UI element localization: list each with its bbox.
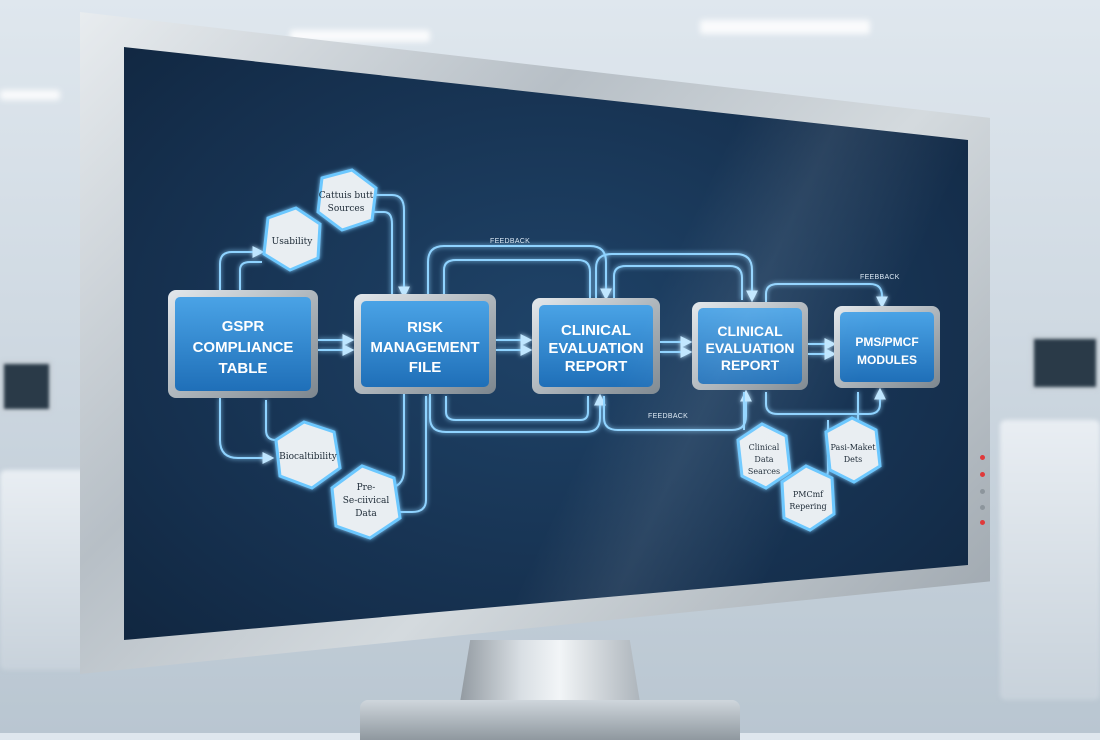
hex-label: PMCmf bbox=[793, 490, 824, 499]
power-led-icon[interactable] bbox=[980, 520, 985, 525]
process-label: CLINICAL bbox=[561, 322, 631, 339]
process-label: EVALUATION bbox=[548, 340, 643, 357]
link-sources-b bbox=[372, 211, 393, 296]
process-label: GSPR bbox=[222, 318, 265, 335]
link-biocomp bbox=[219, 398, 275, 464]
feedback-loop bbox=[445, 396, 589, 421]
lab-bench-right bbox=[1000, 420, 1100, 700]
hex-label: Repering bbox=[789, 502, 826, 511]
hex-label: Sources bbox=[328, 204, 365, 214]
process-label: RISK bbox=[407, 319, 443, 336]
power-led-icon[interactable] bbox=[980, 505, 985, 510]
hex-label: Dets bbox=[844, 455, 862, 464]
hex-label: Biocaltibility bbox=[279, 452, 338, 462]
lab-monitor-background bbox=[0, 360, 53, 413]
hex-node-usability[interactable]: Usability bbox=[262, 206, 322, 272]
feedback-label: FEEBBACK bbox=[860, 274, 900, 281]
hex-label: Pasi-Maket bbox=[831, 443, 877, 452]
process-box-clinical-evaluation-report[interactable]: CLINICAL EVALUATION REPORT bbox=[532, 298, 660, 394]
feedback-label: FEEDBACK bbox=[490, 238, 530, 245]
hex-label: Data bbox=[754, 455, 773, 464]
feedback-loop bbox=[595, 253, 758, 303]
process-label: REPORT bbox=[721, 357, 780, 373]
hex-node-biocompatibility[interactable]: Biocaltibility bbox=[274, 420, 342, 490]
power-led-icon[interactable] bbox=[980, 472, 985, 477]
power-led-icon[interactable] bbox=[980, 455, 985, 460]
lab-monitor-background bbox=[1030, 335, 1100, 391]
hex-label: Cattuis butt bbox=[319, 191, 374, 201]
process-label: FILE bbox=[409, 359, 442, 376]
ceiling-light bbox=[290, 30, 430, 42]
lab-bench-left bbox=[0, 470, 90, 670]
hex-label: Searces bbox=[748, 467, 780, 476]
hex-node-pmcf-reporting[interactable]: PMCmf Repering bbox=[780, 464, 836, 532]
hex-node-clinical-sources[interactable]: Cattuis butt Sources bbox=[316, 168, 378, 232]
hex-label: Usability bbox=[272, 237, 314, 247]
ceiling-light bbox=[700, 20, 870, 34]
feedback-label: FEEDBACK bbox=[648, 413, 688, 420]
process-label: EVALUATION bbox=[706, 340, 795, 356]
hex-node-clinical-data-sources[interactable]: Clinical Data Searces bbox=[736, 422, 792, 490]
process-label: REPORT bbox=[565, 358, 628, 375]
feedback-loop bbox=[427, 245, 612, 301]
link-biocomp-b bbox=[265, 400, 277, 441]
feedback-loop bbox=[765, 283, 888, 309]
process-label: MANAGEMENT bbox=[370, 339, 479, 356]
link-sources bbox=[372, 194, 410, 299]
link-preclinical-b bbox=[400, 396, 427, 513]
process-label: MODULES bbox=[857, 353, 917, 367]
process-label: CLINICAL bbox=[717, 323, 783, 339]
process-label: COMPLIANCE bbox=[193, 339, 294, 356]
hex-node-post-market-data[interactable]: Pasi-Maket Dets bbox=[824, 416, 882, 484]
link-usability bbox=[219, 246, 265, 292]
process-box-pms-pmcf[interactable]: PMS/PMCF MODULES bbox=[834, 306, 940, 388]
feedback-loop bbox=[613, 265, 743, 300]
process-label: PMS/PMCF bbox=[855, 335, 918, 349]
process-label: TABLE bbox=[219, 360, 268, 377]
hex-label: Clinical bbox=[749, 443, 780, 452]
process-box-clinical-evaluation-report-2[interactable]: CLINICAL EVALUATION REPORT bbox=[692, 302, 808, 390]
feedback-loop bbox=[603, 389, 752, 431]
hex-label: Se-ciivical bbox=[343, 496, 390, 506]
link-usability-b bbox=[239, 261, 262, 292]
feedback-loop bbox=[443, 259, 591, 300]
hex-node-pre-clinical-data[interactable]: Pre- Se-ciivical Data bbox=[330, 464, 402, 540]
feedback-loop bbox=[429, 393, 606, 433]
power-led-icon[interactable] bbox=[980, 489, 985, 494]
hex-label: Data bbox=[355, 509, 377, 519]
hex-label: Pre- bbox=[357, 483, 376, 493]
feedback-loop bbox=[765, 387, 886, 415]
ceiling-light bbox=[0, 90, 60, 100]
process-box-risk-management[interactable]: RISK MANAGEMENT FILE bbox=[354, 294, 496, 394]
process-box-gspr[interactable]: GSPR COMPLIANCE TABLE bbox=[168, 290, 318, 398]
